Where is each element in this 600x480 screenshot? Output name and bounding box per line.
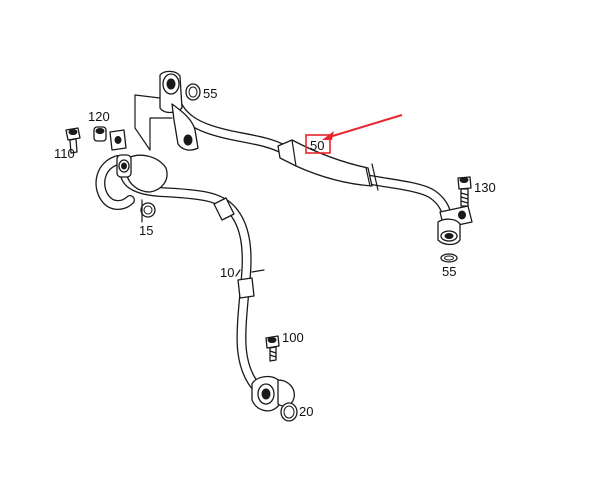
callout-10: 10	[220, 265, 234, 280]
callout-55-top: 55	[203, 86, 217, 101]
right-fitting	[437, 205, 473, 246]
highlight-box	[305, 134, 331, 154]
highlight-arrow	[325, 114, 403, 139]
washer-20	[280, 402, 298, 422]
leader-10	[235, 269, 241, 277]
upper-left-fitting	[159, 70, 199, 151]
pipe-10	[95, 155, 267, 397]
bolt-130	[457, 176, 472, 207]
pipe-50	[167, 85, 453, 227]
callout-110: 110	[54, 146, 75, 161]
callout-100: 100	[282, 330, 304, 345]
highlight-50	[305, 114, 403, 154]
washer-55-right	[440, 253, 458, 263]
washer-15	[140, 202, 156, 218]
bolt-100	[265, 335, 280, 362]
callout-130: 130	[474, 180, 496, 195]
callout-120: 120	[88, 109, 110, 124]
callout-15: 15	[139, 223, 153, 238]
highlight-arrowhead	[322, 131, 334, 140]
bolt-110	[65, 127, 81, 154]
callout-50: 50	[310, 138, 324, 153]
lower-fitting	[251, 375, 295, 412]
left-banjo-fitting	[109, 94, 173, 193]
callout-55-right: 55	[442, 264, 456, 279]
bushing-120	[93, 126, 107, 142]
washer-55-top	[185, 83, 201, 101]
callout-20: 20	[299, 404, 313, 419]
